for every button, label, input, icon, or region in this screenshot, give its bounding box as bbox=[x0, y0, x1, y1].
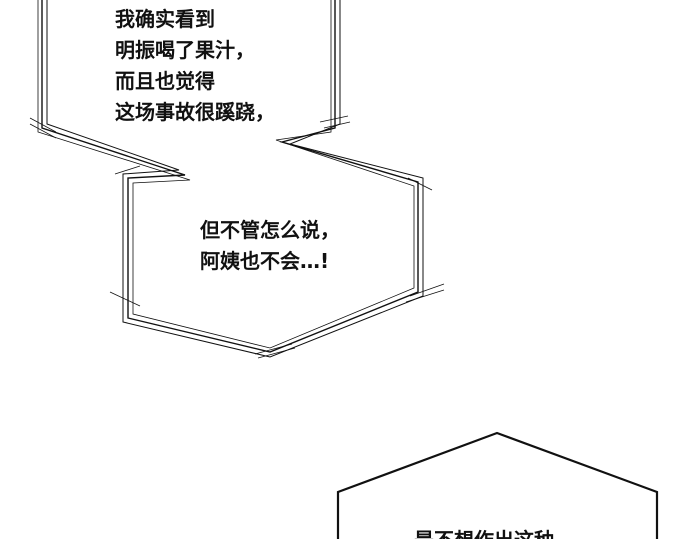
bubble-2-line-2: 阿姨也不会…! bbox=[200, 249, 330, 273]
speech-bubble-1-outline bbox=[37, 0, 424, 358]
sketch-ticks bbox=[29, 115, 445, 359]
bubble-3-line-1: 是不想作出这种 bbox=[414, 525, 554, 539]
bubble-1-line-4: 这场事故很蹊跷， bbox=[115, 100, 275, 124]
speech-bubble-3-text: 是不想作出这种 bbox=[414, 525, 554, 539]
speech-bubble-3-outline bbox=[336, 431, 659, 539]
bubble-1-line-3: 而且也觉得 bbox=[115, 69, 215, 93]
bubble-1-line-1: 我确实看到 bbox=[115, 7, 215, 31]
bubble-2-line-1: 但不管怎么说， bbox=[200, 218, 340, 242]
speech-bubble-2-text: 但不管怎么说， 阿姨也不会…! bbox=[200, 215, 340, 277]
speech-bubble-1-text: 我确实看到 明振喝了果汁， 而且也觉得 这场事故很蹊跷， bbox=[115, 4, 275, 128]
bubble-1-line-2: 明振喝了果汁， bbox=[115, 38, 255, 62]
